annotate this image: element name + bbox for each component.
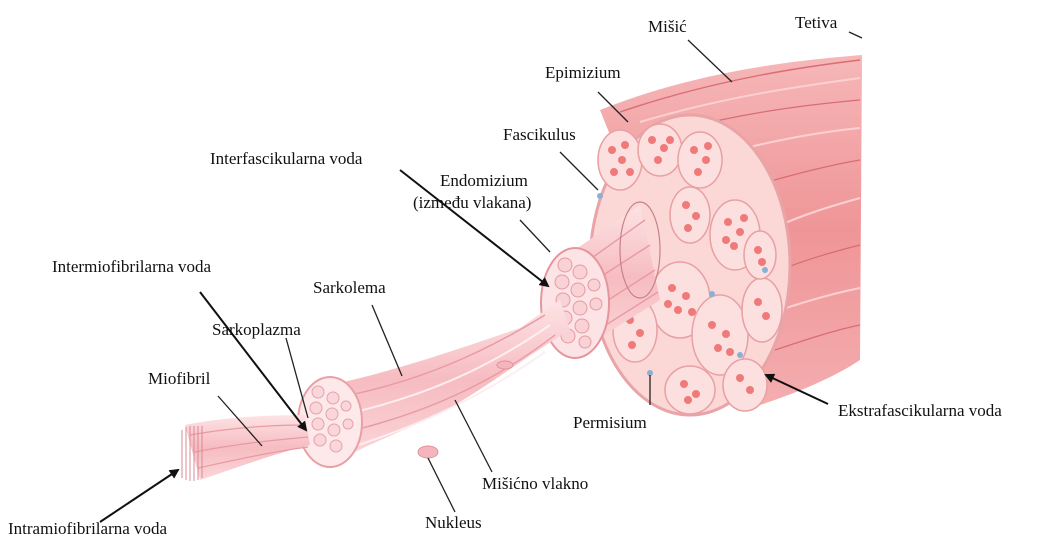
label-endomizium-line1: Endomizium <box>440 172 528 190</box>
label-miofibril: Miofibril <box>148 370 210 388</box>
muscle-fiber <box>298 300 570 467</box>
label-ekstrafascikularna-voda: Ekstrafascikularna voda <box>838 402 1002 420</box>
label-intermiofibrilarna-voda: Intermiofibrilarna voda <box>52 258 211 276</box>
label-misic: Mišić <box>648 18 687 36</box>
label-interfascikularna-voda: Interfascikularna voda <box>210 150 362 168</box>
label-epimizium: Epimizium <box>545 64 621 82</box>
label-intramiofibrilarna-voda: Intramiofibrilarna voda <box>8 520 167 538</box>
label-nukleus: Nukleus <box>425 514 482 532</box>
label-sarkoplazma: Sarkoplazma <box>212 321 301 339</box>
label-permisium: Permisium <box>573 414 647 432</box>
myofibril <box>182 415 310 481</box>
label-sarkolema: Sarkolema <box>313 279 386 297</box>
label-fascikulus: Fascikulus <box>503 126 576 144</box>
label-endomizium-line2: (između vlakana) <box>413 194 531 212</box>
label-tetiva: Tetiva <box>795 14 837 32</box>
label-misicno-vlakno: Mišićno vlakno <box>482 475 588 493</box>
